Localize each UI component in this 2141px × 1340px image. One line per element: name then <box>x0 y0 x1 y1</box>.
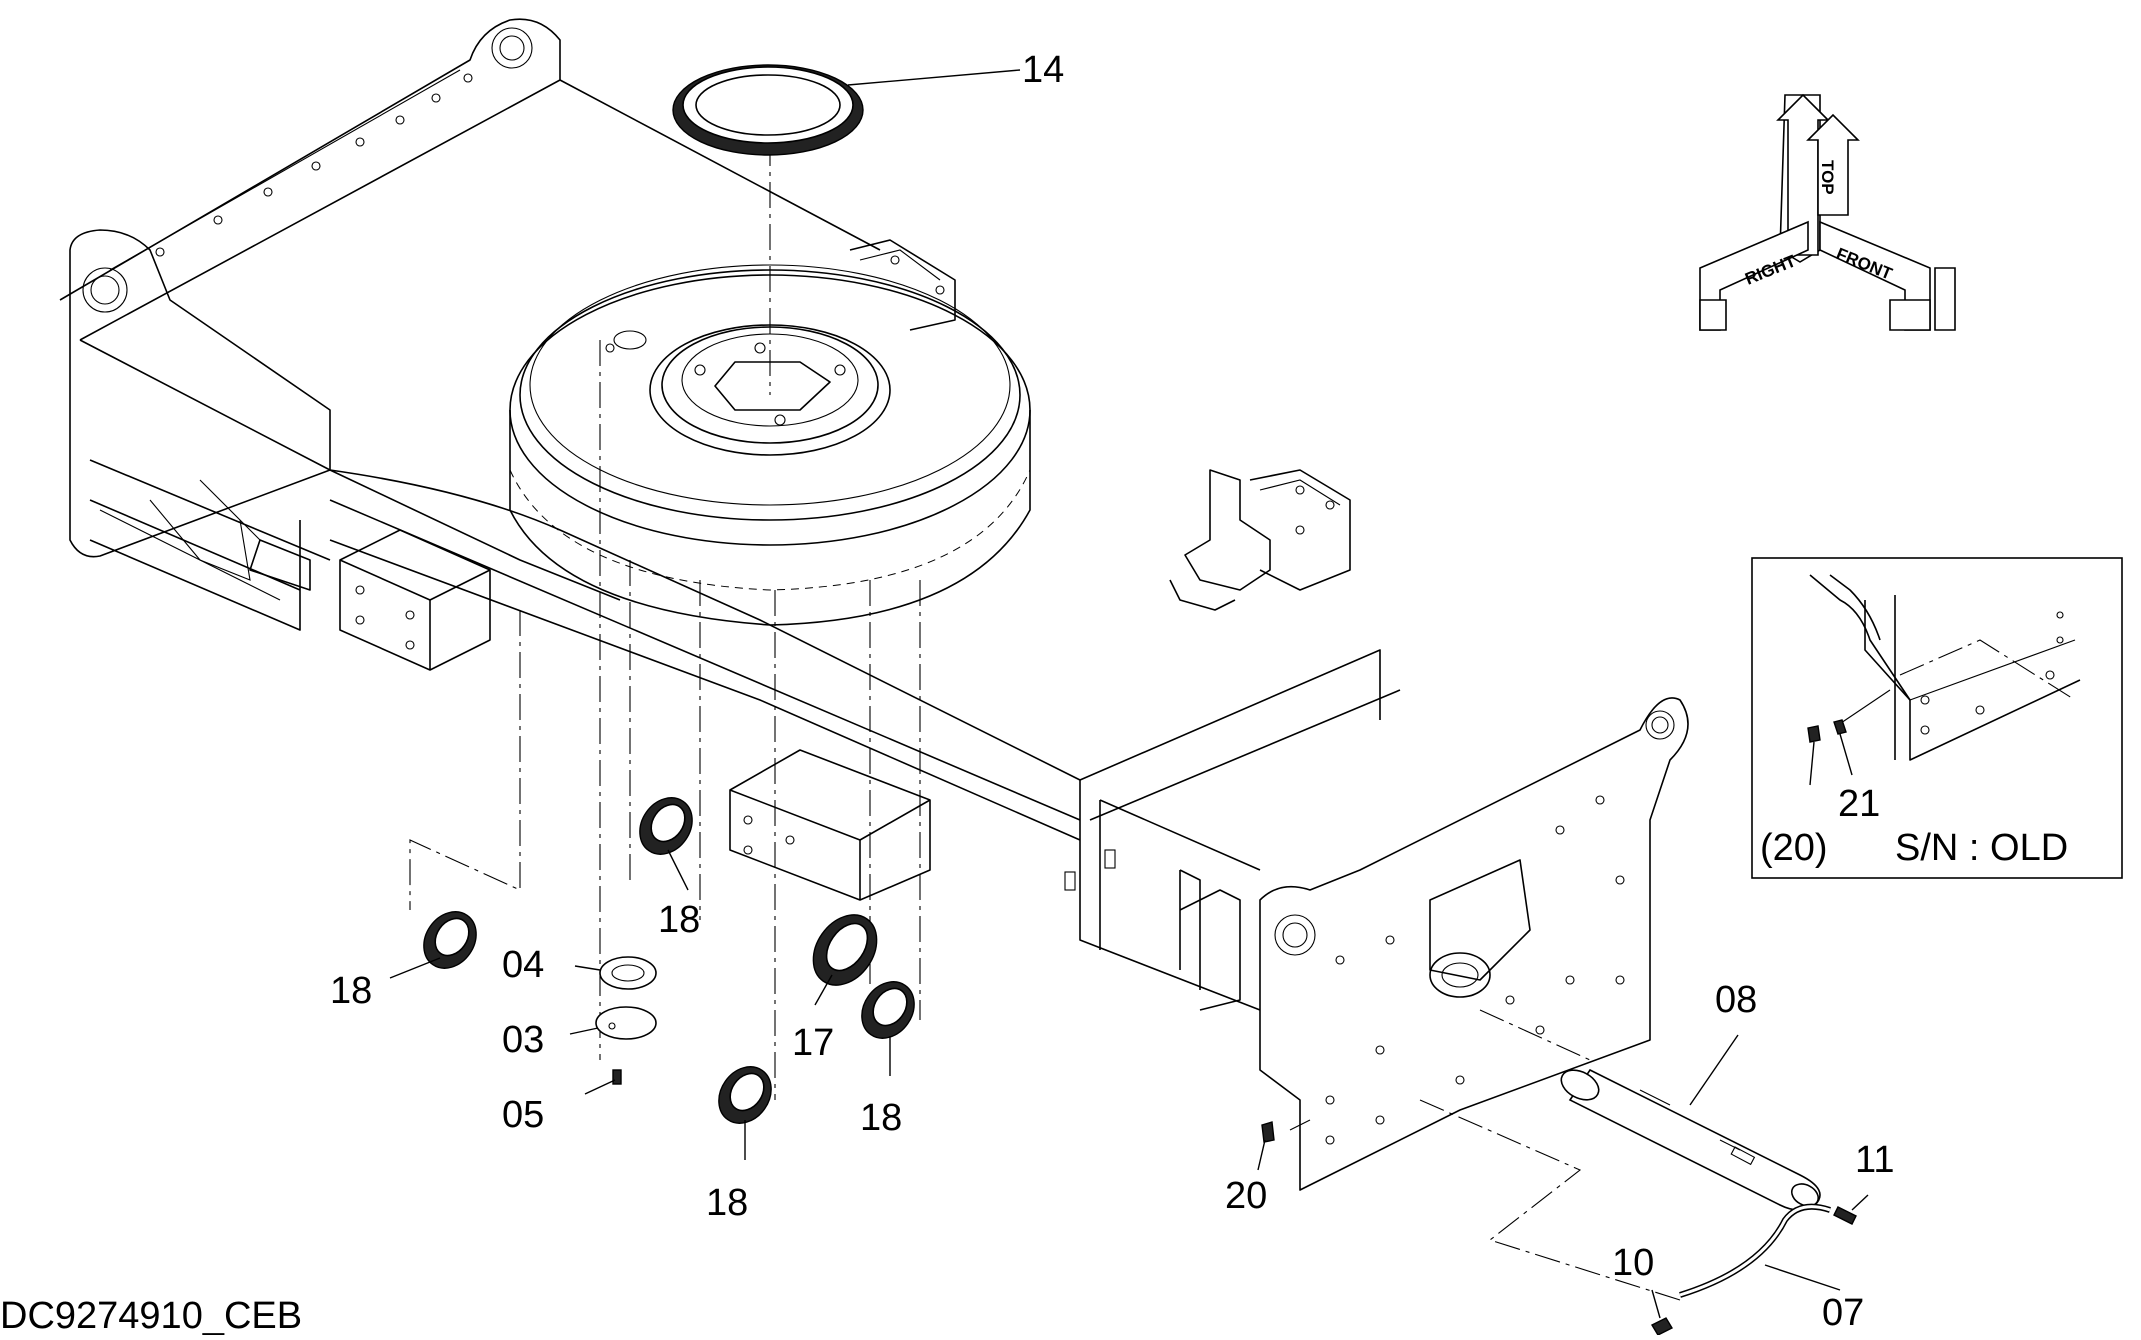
callout-05: 05 <box>502 1094 544 1136</box>
part-05-bolt <box>612 1069 622 1085</box>
callout-20: 20 <box>1225 1175 1267 1217</box>
inset-frame <box>1751 557 2123 879</box>
callout-14: 14 <box>1022 49 1064 91</box>
callout-04: 04 <box>502 944 544 986</box>
part-18-ring-b <box>639 797 693 855</box>
part-18-ring-d <box>861 981 915 1039</box>
orientation-arrows-icon: TOP RIGHT FRONT <box>1699 93 1956 331</box>
part-07-hose <box>1679 1203 1831 1298</box>
part-20-grease-fitting <box>1261 1121 1275 1143</box>
callout-18-c: 18 <box>860 1097 902 1139</box>
part-11-fitting <box>1833 1206 1857 1225</box>
callout-18-b: 18 <box>330 970 372 1012</box>
part-03-cover <box>595 1006 657 1040</box>
part-10-fitting <box>1651 1317 1673 1336</box>
orientation-top-label: TOP <box>1818 160 1837 195</box>
part-17-oval-seal <box>812 914 878 986</box>
inset-detail: 21 (20) S/N : OLD <box>1751 557 2123 879</box>
assembly-center-lines <box>409 140 1681 1301</box>
callout-03: 03 <box>502 1019 544 1061</box>
drawing-code: DC9274910_CEB <box>0 1295 302 1335</box>
callout-labels: 14 18 18 18 18 04 03 05 17 20 08 11 10 0… <box>330 49 1894 1334</box>
callout-18-a: 18 <box>658 899 700 941</box>
callout-17: 17 <box>792 1022 834 1064</box>
callout-10: 10 <box>1612 1242 1654 1284</box>
part-08-pin <box>1560 1068 1821 1211</box>
callout-08: 08 <box>1715 979 1757 1021</box>
part-18-ring-a <box>423 911 477 969</box>
callout-18-d: 18 <box>706 1182 748 1224</box>
callout-07: 07 <box>1822 1292 1864 1334</box>
inset-callout-21: 21 <box>1838 783 1880 825</box>
callout-11: 11 <box>1855 1139 1894 1181</box>
leader-lines <box>389 69 1869 1319</box>
part-18-ring-c <box>718 1066 772 1124</box>
part-04-gasket <box>599 956 657 990</box>
inset-callout-20: (20) <box>1760 827 1828 869</box>
inset-serial-label: S/N : OLD <box>1895 827 2068 869</box>
part-14-seal <box>672 64 864 156</box>
